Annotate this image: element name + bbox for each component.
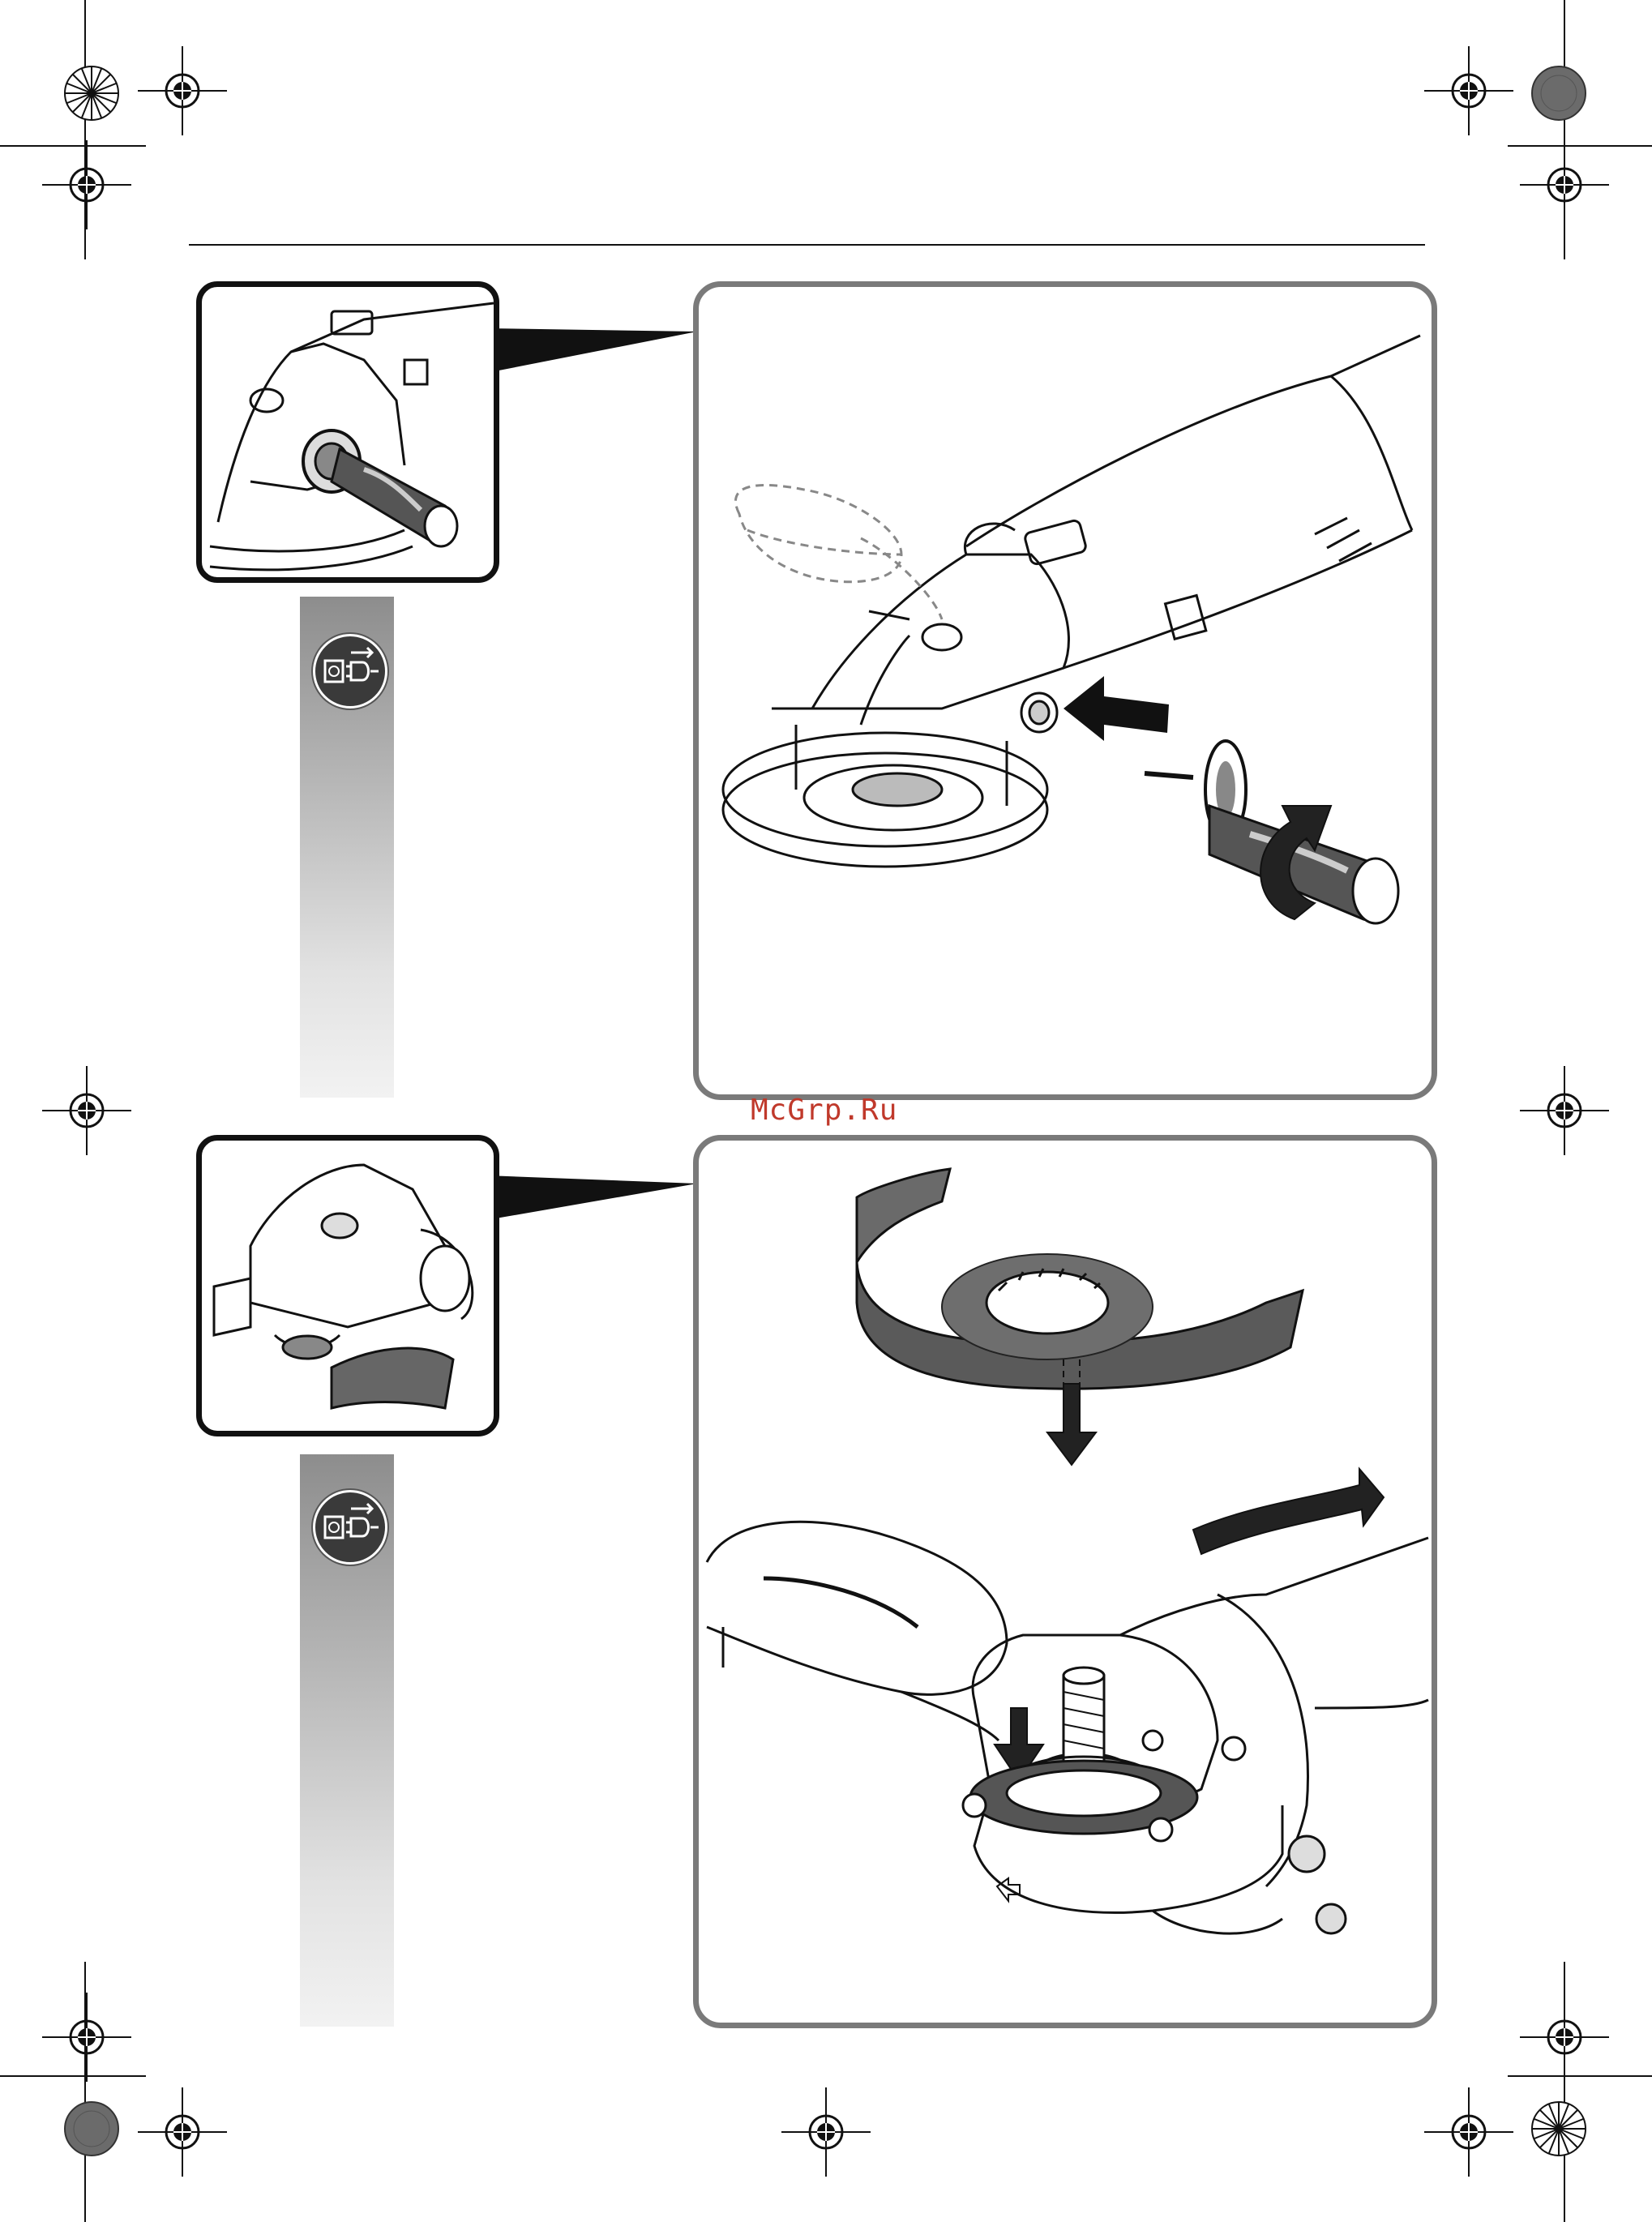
grey-disc [65,2102,118,2156]
step1-thumbnail [196,281,499,583]
header-rule [189,244,1425,246]
crosshair-mark [42,1993,131,2082]
step2-panel [693,1135,1437,2028]
grinder-guard-thumb [202,1141,494,1431]
rotate-arrow-icon [1193,1469,1384,1554]
crosshair-mark [1424,46,1513,135]
step1-panel [693,281,1437,1100]
grinder-handle-thumb [202,287,494,577]
thumb-handle-icon [303,430,457,546]
crosshair-mark [138,2087,227,2177]
unplug-icon [315,1492,385,1562]
crosshair-mark [1520,1066,1609,1155]
unplug-badge [313,634,387,709]
step1-side-strip [300,597,394,1098]
unplug-badge [313,1490,387,1565]
color-wheel [1532,2102,1586,2156]
crosshair-mark [1520,1993,1609,2082]
step2-side-strip [300,1454,394,2027]
crosshair-mark [42,1066,131,1155]
color-wheel [65,66,118,120]
attach-side-handle-illustration [699,287,1432,1094]
step2-thumbnail [196,1135,499,1436]
crosshair-mark [1520,140,1609,229]
zoom-connector [486,1167,697,1240]
crosshair-mark [42,140,131,229]
unplug-icon [315,636,385,706]
crosshair-mark [138,46,227,135]
zoom-connector [486,312,697,385]
wheel-guard-icon [857,1169,1303,1389]
crosshair-mark [1424,2087,1513,2177]
push-arrow-icon [1064,676,1169,741]
mount-guard-illustration [699,1141,1432,2023]
grey-disc [1532,66,1586,120]
crosshair-mark [781,2087,871,2177]
watermark: McGrp.Ru [751,1094,897,1127]
